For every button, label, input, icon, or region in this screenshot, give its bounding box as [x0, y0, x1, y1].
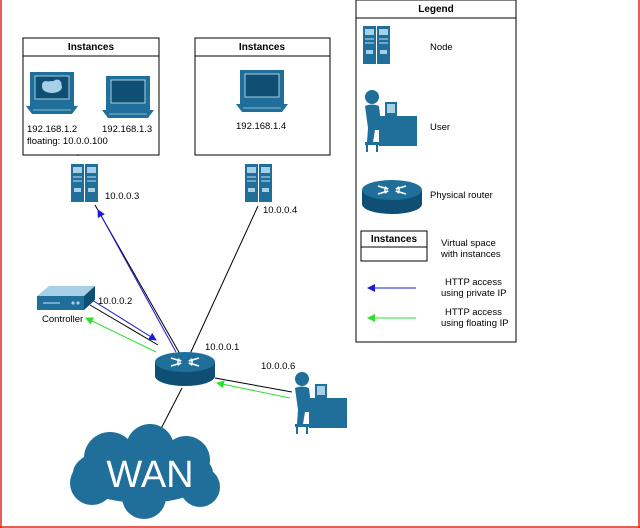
instance-ip-c: 192.168.1.4	[236, 121, 286, 132]
instances-box-left: Instances 192.168.1.2 192.168.1.3 floati…	[22, 37, 160, 156]
router-ip: 10.0.0.1	[205, 342, 239, 353]
desktop-computer-icon	[101, 75, 155, 119]
wan-label: WAN	[106, 454, 193, 496]
legend-floating-line2: using floating IP	[441, 318, 509, 329]
user-ip: 10.0.0.6	[261, 361, 295, 372]
instance-floating-ip: floating: 10.0.0.100	[27, 136, 108, 147]
floating-arrow-router-to-controller	[85, 317, 157, 353]
legend-instances-title: Instances	[371, 234, 418, 245]
legend-floating-line1: HTTP access	[445, 307, 502, 318]
instances-right-title: Instances	[239, 42, 286, 53]
floating-ip-arrows	[85, 317, 291, 399]
node-right-ip: 10.0.0.4	[263, 205, 297, 216]
private-arrow-router-to-node	[97, 209, 177, 353]
private-arrow-controller-to-router	[91, 299, 157, 341]
desktop-computer-icon	[25, 71, 79, 115]
legend-node-label: Node	[430, 42, 453, 53]
legend-title: Legend	[418, 4, 454, 15]
desktop-computer-icon	[235, 69, 289, 113]
network-links	[89, 204, 293, 451]
link-node-right-router	[189, 205, 259, 355]
instance-ip-a: 192.168.1.2	[27, 124, 77, 135]
link-controller-router	[89, 304, 159, 346]
router-icon	[154, 351, 216, 387]
router-icon	[361, 179, 423, 215]
legend-virtual-line2: with instances	[440, 249, 501, 260]
cloud-icon: WAN	[70, 424, 220, 519]
controller-label: Controller	[42, 314, 83, 325]
instance-ip-b: 192.168.1.3	[102, 124, 152, 135]
controller-ip: 10.0.0.2	[98, 296, 132, 307]
legend-router-label: Physical router	[430, 190, 493, 201]
legend-private-line1: HTTP access	[445, 277, 502, 288]
legend-virtual-line1: Virtual space	[441, 238, 496, 249]
server-node-icon	[244, 163, 273, 203]
legend-instances-box: Instances	[360, 230, 428, 262]
legend-private-line2: using private IP	[441, 288, 506, 299]
instances-left-title: Instances	[68, 42, 115, 53]
node-left-ip: 10.0.0.3	[105, 191, 139, 202]
floating-arrow-user-to-router	[216, 380, 291, 399]
private-ip-arrows	[73, 121, 177, 353]
link-user-router	[214, 377, 293, 393]
legend: Legend Node User Physical router Instanc…	[355, 0, 517, 343]
controller-device-icon	[37, 286, 95, 310]
server-node-icon	[70, 163, 99, 203]
user-at-desk-icon	[294, 371, 348, 435]
instances-box-right: Instances 192.168.1.4	[194, 37, 331, 156]
legend-user-label: User	[430, 122, 450, 133]
